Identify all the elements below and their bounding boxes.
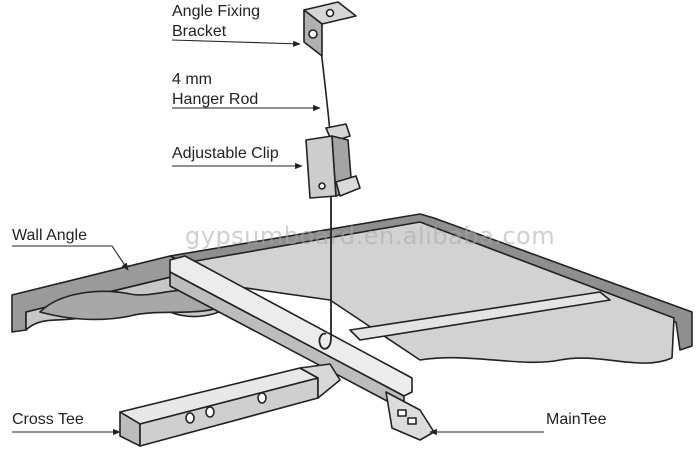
label-angle-fixing-bracket-line1: Angle Fixing — [172, 3, 261, 20]
adjustable-clip — [305, 123, 361, 199]
label-angle-fixing-bracket: Angle Fixing Bracket — [172, 2, 260, 42]
label-cross-tee: Cross Tee — [12, 411, 84, 428]
label-main-tee: MainTee — [546, 411, 607, 428]
main-tee-rail — [169, 255, 435, 441]
label-angle-fixing-bracket-line2: Bracket — [172, 23, 227, 40]
leader-wall-angle — [12, 245, 129, 271]
cross-tee-rail — [119, 363, 341, 447]
label-wall-angle: Wall Angle — [12, 227, 87, 244]
leader-angle-fixing-bracket — [171, 39, 301, 47]
angle-fixing-bracket — [303, 1, 357, 57]
label-hanger-rod: 4 mm Hanger Rod — [172, 70, 258, 110]
label-hanger-rod-line1: 4 mm — [172, 71, 212, 88]
watermark: gypsumboard.en.alibaba.com — [185, 222, 556, 250]
label-adjustable-clip: Adjustable Clip — [172, 145, 279, 162]
label-hanger-rod-line2: Hanger Rod — [172, 91, 259, 108]
